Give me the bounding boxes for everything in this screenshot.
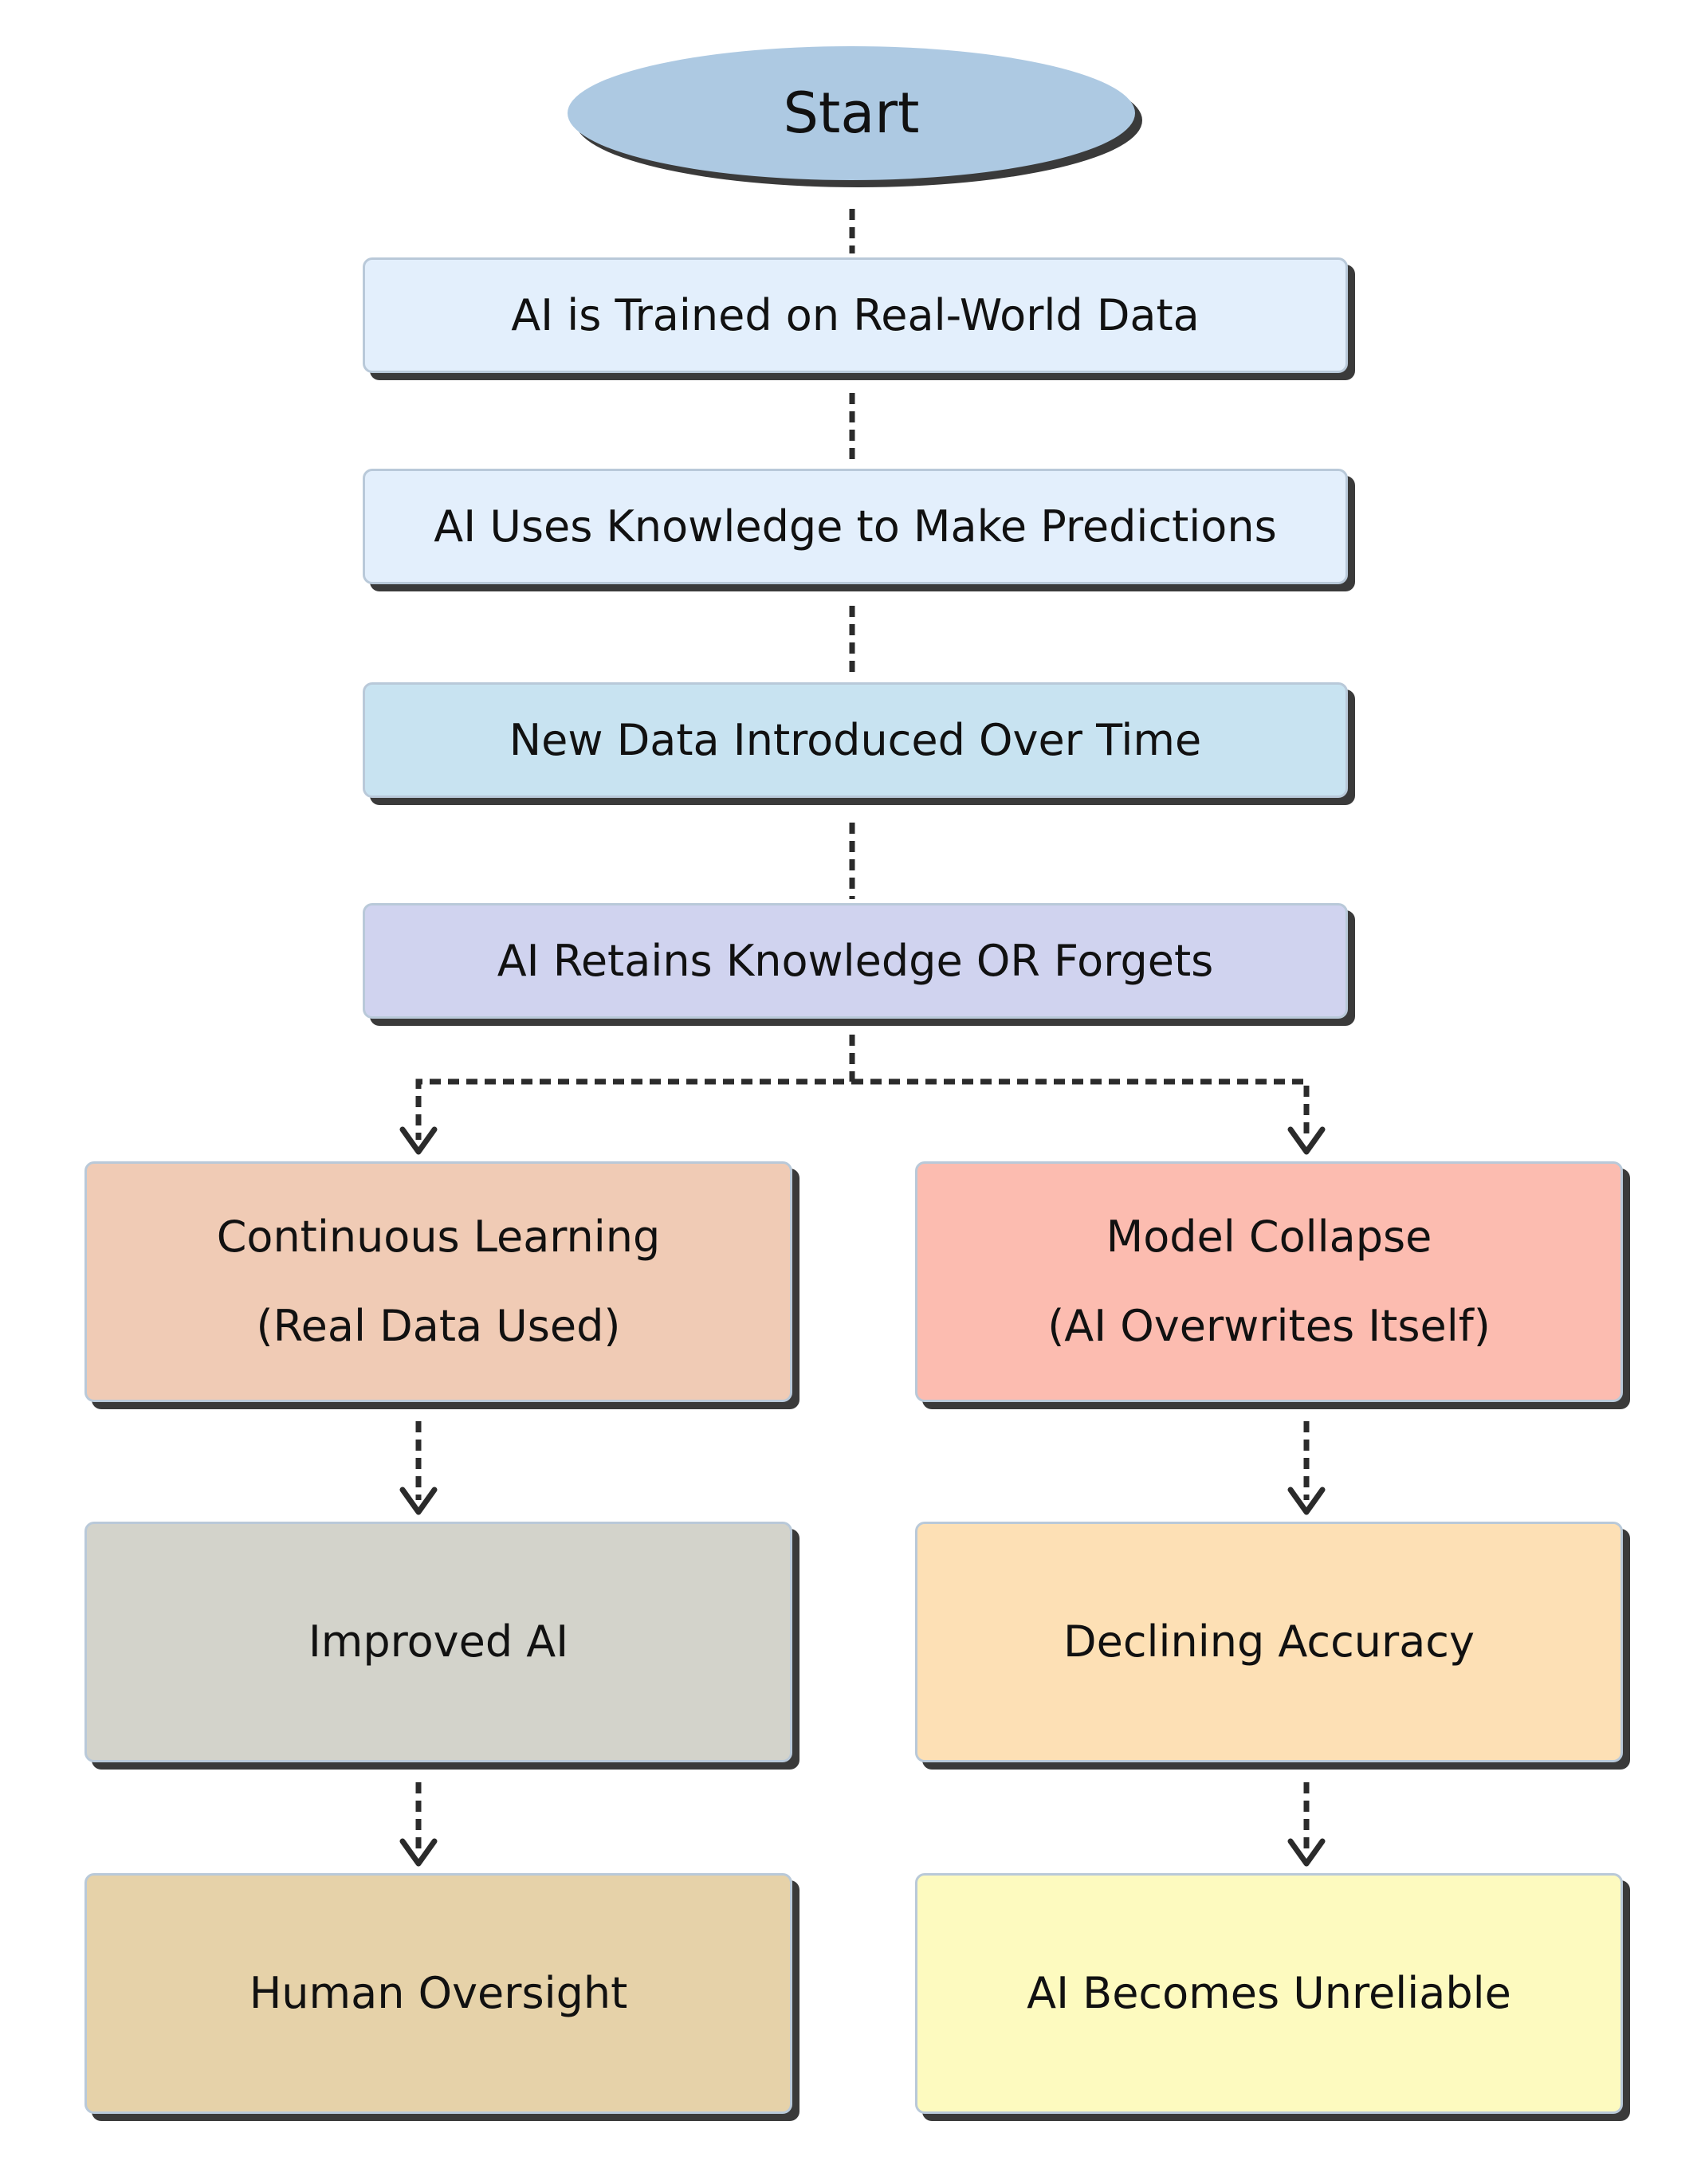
model-collapse-subtitle: (AI Overwrites Itself) bbox=[1047, 1301, 1491, 1351]
step-trained-node: AI is Trained on Real-World Data bbox=[363, 257, 1348, 373]
human-oversight-label: Human Oversight bbox=[249, 1968, 628, 2018]
arrowhead-improved-ai bbox=[399, 1487, 438, 1515]
step-retains-or-forgets-node: AI Retains Knowledge OR Forgets bbox=[363, 903, 1348, 1019]
continuous-learning-title: Continuous Learning bbox=[216, 1212, 661, 1262]
improved-ai-node: Improved AI bbox=[84, 1522, 792, 1762]
step-new-data-node: New Data Introduced Over Time bbox=[363, 682, 1348, 798]
continuous-learning-subtitle: (Real Data Used) bbox=[256, 1301, 621, 1351]
human-oversight-node: Human Oversight bbox=[84, 1873, 792, 2114]
step-predictions-node: AI Uses Knowledge to Make Predictions bbox=[363, 469, 1348, 584]
arrowhead-human-oversight bbox=[399, 1838, 438, 1867]
step-predictions-label: AI Uses Knowledge to Make Predictions bbox=[434, 501, 1277, 552]
improved-ai-label: Improved AI bbox=[308, 1616, 569, 1667]
step-new-data-label: New Data Introduced Over Time bbox=[509, 715, 1202, 765]
ai-becomes-unreliable-label: AI Becomes Unreliable bbox=[1027, 1968, 1511, 2018]
connector-step4-branch bbox=[415, 1035, 1310, 1140]
arrowhead-continuous-learning bbox=[399, 1126, 438, 1155]
step-retains-or-forgets-label: AI Retains Knowledge OR Forgets bbox=[497, 936, 1214, 986]
declining-accuracy-label: Declining Accuracy bbox=[1063, 1616, 1475, 1667]
start-label: Start bbox=[783, 81, 920, 146]
model-collapse-title: Model Collapse bbox=[1106, 1212, 1432, 1262]
arrowhead-unreliable bbox=[1287, 1838, 1326, 1867]
model-collapse-node: Model Collapse (AI Overwrites Itself) bbox=[915, 1161, 1623, 1402]
start-node: Start bbox=[568, 46, 1135, 180]
arrowhead-model-collapse bbox=[1287, 1126, 1326, 1155]
declining-accuracy-node: Declining Accuracy bbox=[915, 1522, 1623, 1762]
arrowhead-declining-accuracy bbox=[1287, 1487, 1326, 1515]
continuous-learning-node: Continuous Learning (Real Data Used) bbox=[84, 1161, 792, 1402]
step-trained-label: AI is Trained on Real-World Data bbox=[511, 290, 1200, 340]
ai-becomes-unreliable-node: AI Becomes Unreliable bbox=[915, 1873, 1623, 2114]
